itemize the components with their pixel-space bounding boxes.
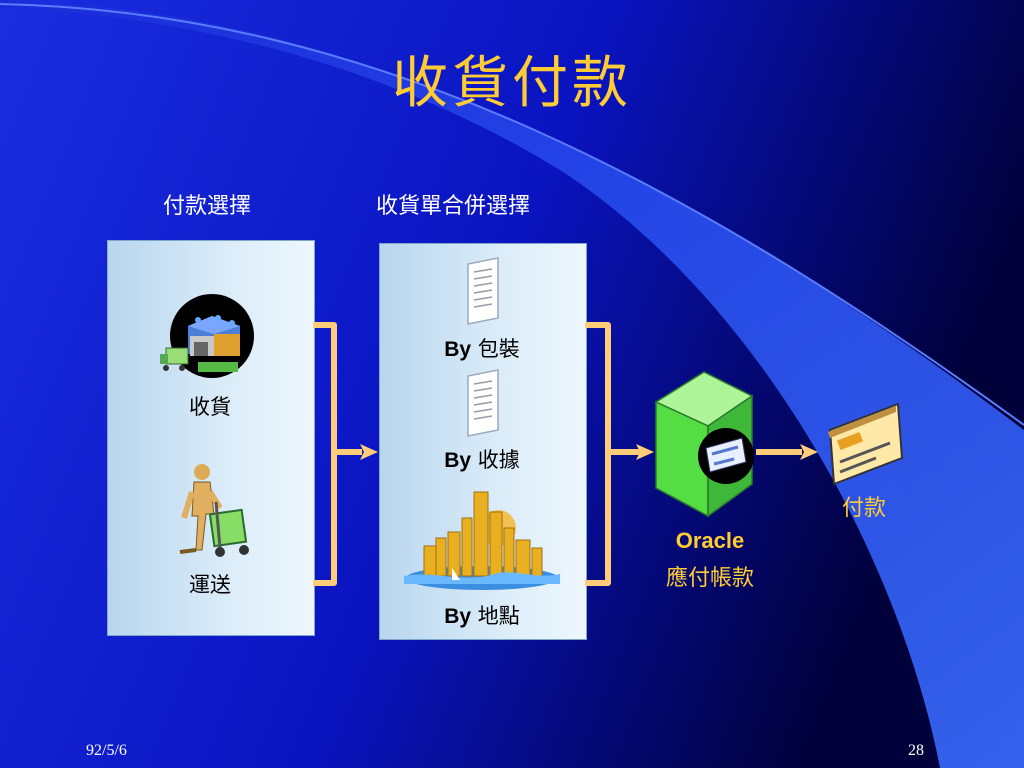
right-item-by-location: By 地點 — [444, 604, 520, 628]
document-icon — [467, 257, 499, 325]
header-receipt-merge-options: 收貨單合併選擇 — [376, 194, 531, 219]
oracle-label: Oracle — [675, 528, 745, 553]
payment-cheque-icon — [828, 402, 904, 486]
city-skyline-icon — [404, 491, 560, 590]
left-item-receiving: 收貨 — [189, 395, 231, 419]
payment-label: 付款 — [841, 496, 886, 521]
slide-title: 收貨付款 — [392, 51, 632, 116]
header-payment-options: 付款選擇 — [163, 194, 252, 219]
right-item-by-receipt: By 收據 — [444, 448, 520, 472]
right-item-by-package: By 包裝 — [444, 337, 520, 361]
document-icon — [467, 369, 499, 437]
slide-page-number: 28 — [908, 742, 924, 759]
oracle-payables-box-icon — [654, 371, 754, 518]
accounts-payable-label: 應付帳款 — [665, 566, 754, 591]
left-item-shipping: 運送 — [189, 573, 231, 597]
slide-date: 92/5/6 — [86, 742, 127, 759]
delivery-person-icon — [179, 464, 249, 557]
warehouse-icon — [160, 294, 254, 378]
